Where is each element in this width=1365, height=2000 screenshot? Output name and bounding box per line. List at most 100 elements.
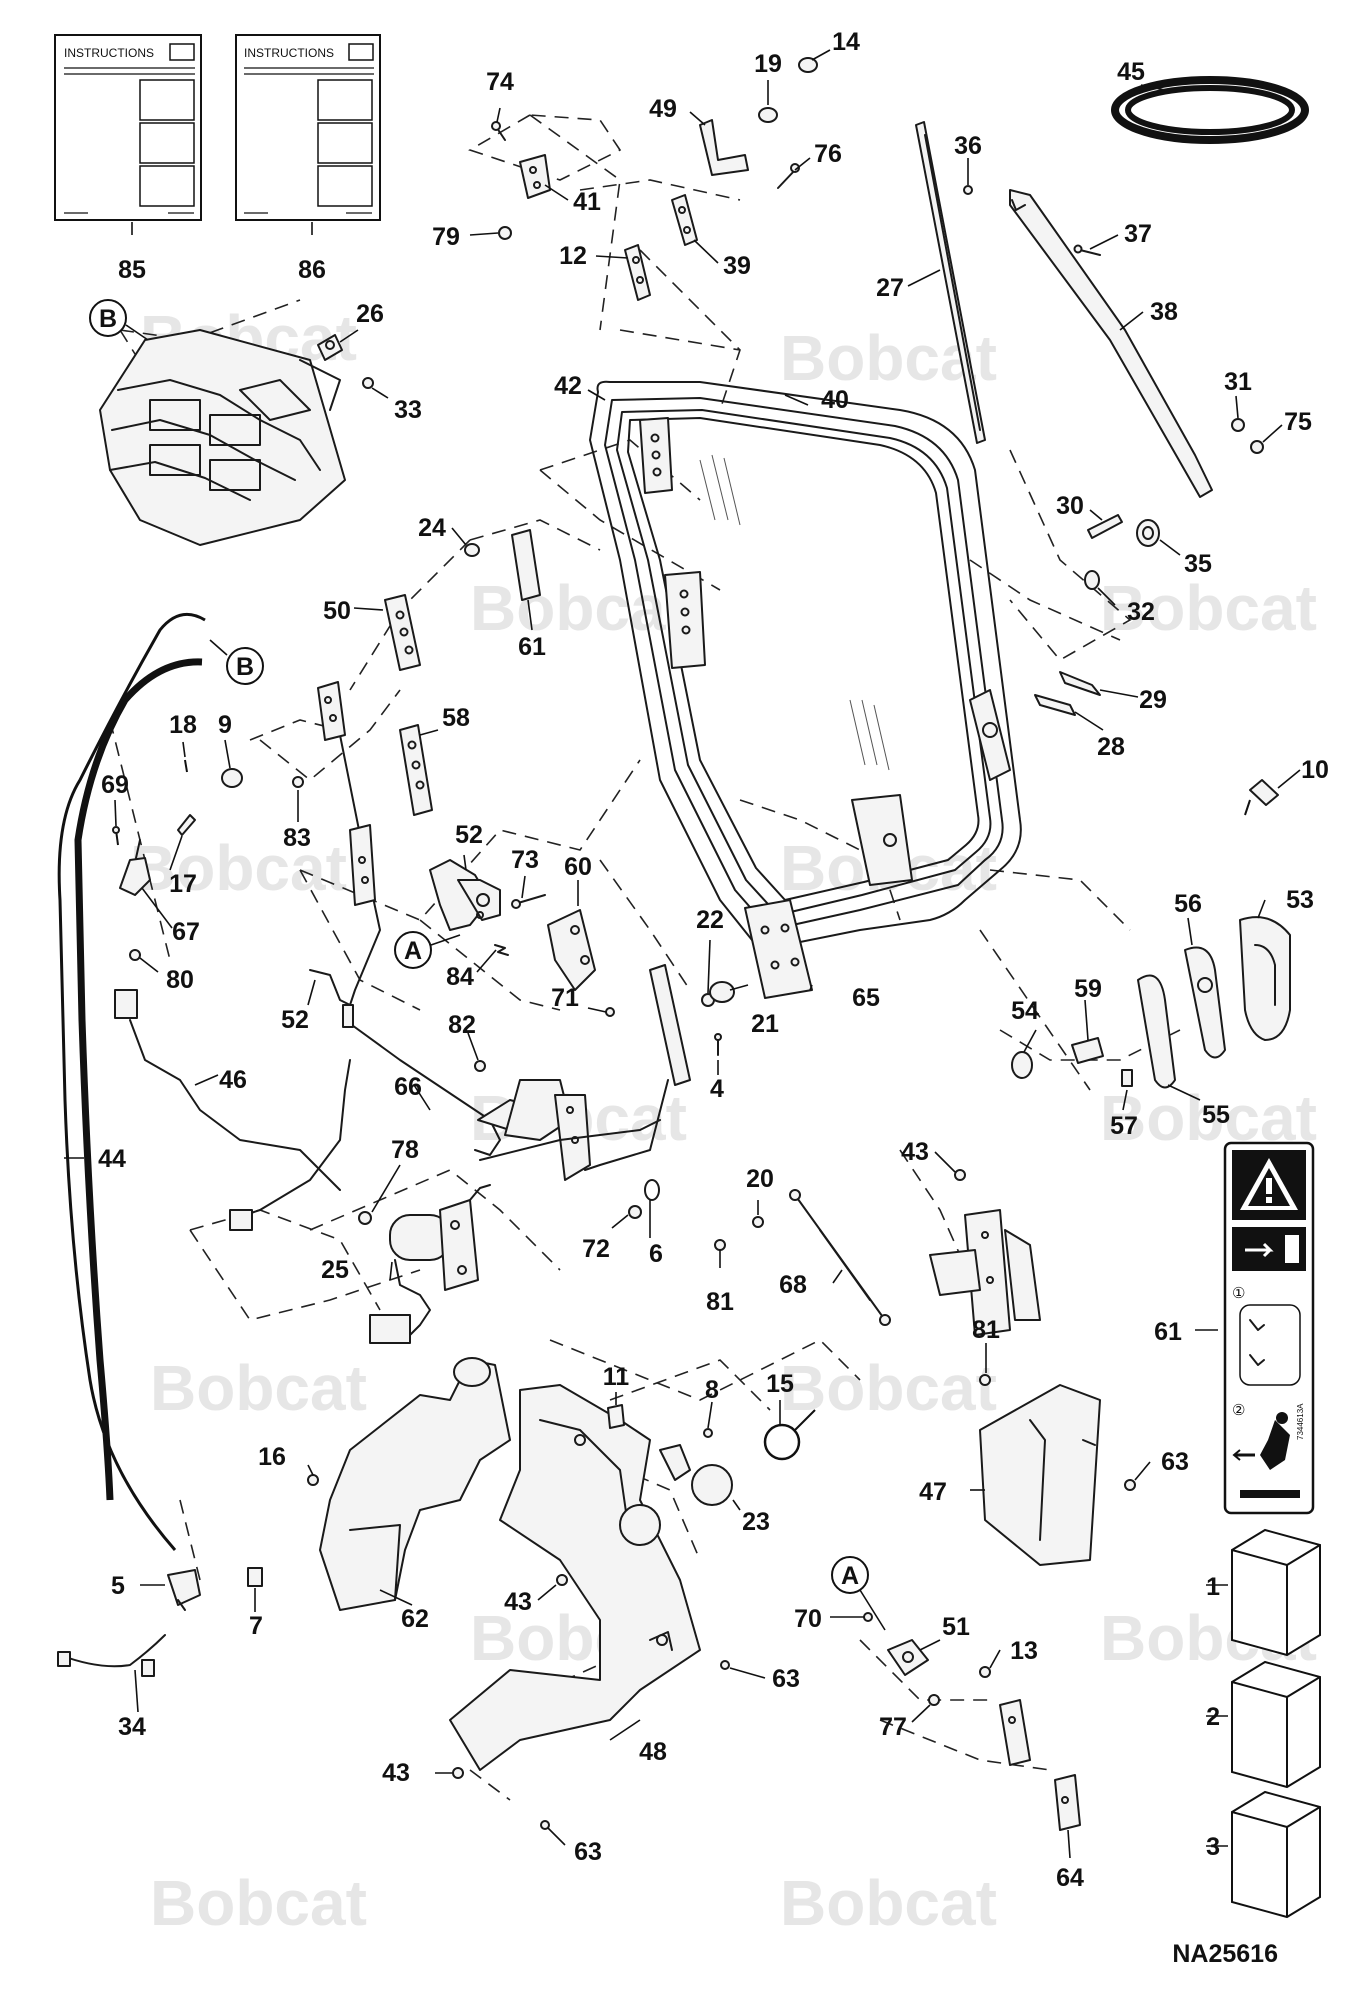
tray-assembly-detail-b — [99, 329, 346, 546]
bracket-8b — [659, 1444, 691, 1481]
callout-53: 53 — [1286, 886, 1314, 914]
callout-49: 49 — [649, 95, 677, 123]
bracket-64 — [999, 1699, 1081, 1831]
callout-68: 68 — [779, 1271, 807, 1299]
bracket-assembly — [479, 964, 691, 1181]
spring-84 — [494, 944, 509, 956]
callout-80: 80 — [166, 966, 194, 994]
callout-51: 51 — [942, 1613, 970, 1641]
callout-9: 9 — [218, 711, 232, 739]
grommet-19 — [758, 107, 778, 123]
callout-70: 70 — [794, 1605, 822, 1633]
hinge-bracket-43 — [929, 1209, 1041, 1336]
detail-ref-label: B — [236, 653, 254, 681]
detail-ref-b-hose: B — [209, 639, 264, 685]
latch-52 — [429, 859, 501, 931]
door-frame-42 — [589, 380, 1022, 951]
callout-48: 48 — [639, 1738, 667, 1766]
pin-18 — [184, 759, 188, 773]
screw-43c — [452, 1767, 464, 1779]
plate-39 — [671, 194, 698, 246]
grommet-7 — [247, 1567, 263, 1587]
washer-6 — [644, 1179, 660, 1201]
cylinder-59 — [1071, 1037, 1104, 1064]
watermark-text: Bobcat — [470, 572, 687, 644]
nut-78 — [358, 1211, 372, 1225]
callout-46: 46 — [219, 1066, 247, 1094]
leader-lines — [64, 49, 1301, 1859]
detail-ref-label: A — [404, 937, 422, 965]
harness-46 — [114, 989, 351, 1231]
kit-box-3 — [1231, 1790, 1321, 1919]
nut-20 — [752, 1216, 764, 1228]
clip-11 — [607, 1404, 625, 1429]
callout-69: 69 — [101, 771, 129, 799]
screw-43b — [556, 1574, 568, 1586]
callout-40: 40 — [821, 386, 849, 414]
callout-61: 61 — [1154, 1318, 1182, 1346]
callout-62: 62 — [401, 1605, 429, 1633]
grommet-14 — [798, 57, 818, 73]
callout-37: 37 — [1124, 220, 1152, 248]
callout-83: 83 — [283, 824, 311, 852]
callout-10: 10 — [1301, 756, 1329, 784]
callout-13: 13 — [1010, 1637, 1038, 1665]
decal-strip-61 — [511, 529, 541, 601]
callout-15: 15 — [766, 1370, 794, 1398]
watermark-layer: Bobcat Bobcat Bobcat Bobcat Bobcat Bobca… — [130, 302, 1317, 1939]
callout-27: 27 — [876, 274, 904, 302]
callout-71: 71 — [551, 984, 579, 1012]
washer-32 — [1084, 570, 1100, 590]
callout-35: 35 — [1184, 550, 1212, 578]
detail-ref-a-latch: A — [394, 931, 461, 969]
nut-75 — [1250, 440, 1264, 454]
nut-36 — [963, 185, 973, 195]
watermark-text: Bobcat — [130, 832, 347, 904]
callout-84: 84 — [446, 963, 474, 991]
bushing-54 — [1011, 1051, 1033, 1079]
hinge-41 — [519, 154, 551, 199]
pin-57 — [1121, 1069, 1133, 1087]
plate-50 — [384, 594, 421, 671]
callout-63: 63 — [772, 1665, 800, 1693]
nut-16 — [307, 1474, 319, 1486]
washer-28 — [1034, 694, 1076, 716]
instruction-sheet-title: INSTRUCTIONS — [244, 46, 334, 60]
callout-labels: 1 2 3 4 5 6 7 8 9 10 11 12 13 14 15 16 1… — [98, 28, 1329, 1892]
bushing-21 — [709, 981, 735, 1003]
callout-20: 20 — [746, 1165, 774, 1193]
callout-32: 32 — [1127, 598, 1155, 626]
screw-63b — [720, 1660, 730, 1670]
cover-47 — [979, 1384, 1101, 1566]
callout-1: 1 — [1206, 1573, 1220, 1601]
panel-48 — [449, 1384, 701, 1771]
callout-76: 76 — [814, 140, 842, 168]
callout-63: 63 — [574, 1838, 602, 1866]
watermark-text: Bobcat — [150, 1867, 367, 1939]
nut-33 — [362, 377, 374, 389]
screw-8 — [703, 1428, 713, 1438]
callout-16: 16 — [258, 1443, 286, 1471]
callout-34: 34 — [118, 1713, 146, 1741]
warning-decal-61: ① ② 7344613A — [1223, 1141, 1315, 1515]
decal-side-code: 7344613A — [1296, 1403, 1305, 1440]
screw-37 — [1073, 244, 1101, 256]
callout-41: 41 — [573, 188, 601, 216]
callout-43: 43 — [504, 1588, 532, 1616]
callout-6: 6 — [649, 1240, 663, 1268]
callout-19: 19 — [754, 50, 782, 78]
callout-44: 44 — [98, 1145, 126, 1173]
callout-33: 33 — [394, 396, 422, 424]
plate-12 — [624, 244, 651, 301]
washer-pump-5 — [167, 1569, 201, 1611]
callout-17: 17 — [169, 870, 197, 898]
callout-57: 57 — [1110, 1112, 1138, 1140]
nut-77 — [928, 1694, 940, 1706]
bolt-74 — [491, 121, 506, 141]
spacer-24 — [464, 543, 480, 557]
cap-23 — [619, 1464, 733, 1546]
callout-56: 56 — [1174, 890, 1202, 918]
callout-60: 60 — [564, 853, 592, 881]
seal-45 — [1111, 76, 1309, 144]
